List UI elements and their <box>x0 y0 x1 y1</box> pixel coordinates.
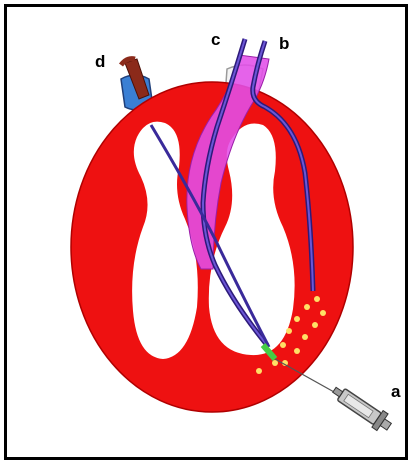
label-a: a <box>391 382 401 401</box>
label-c: c <box>211 30 220 49</box>
diagram-canvas: a b c d <box>7 7 405 457</box>
syringe-a <box>329 382 395 435</box>
figure-frame: a b c d <box>4 4 408 460</box>
label-d: d <box>95 52 105 71</box>
label-b: b <box>279 34 289 53</box>
